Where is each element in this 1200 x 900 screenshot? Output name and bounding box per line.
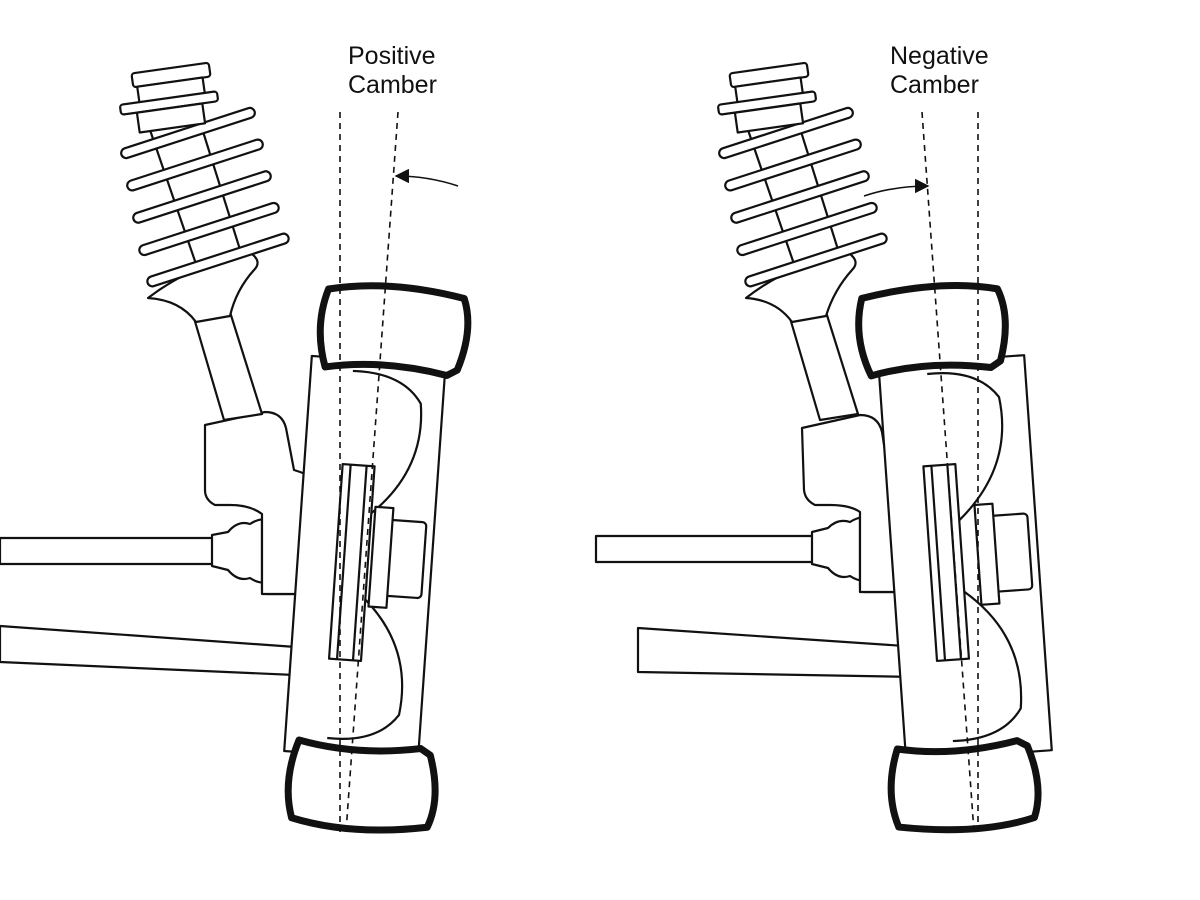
- tire-bottom: [887, 737, 1042, 834]
- strut-tube: [788, 310, 860, 422]
- negative-camber-indicators: [863, 111, 979, 833]
- strut-tube: [192, 310, 264, 422]
- lower-control-arm: [0, 624, 320, 678]
- camber-angle-arrow: [863, 178, 930, 197]
- coil-spring: [120, 106, 290, 288]
- tire-top: [855, 281, 1009, 380]
- positive-camber-label-line1: Positive: [348, 42, 436, 70]
- wheel-spokes: [927, 372, 1023, 743]
- tire-bottom: [284, 736, 439, 834]
- wheel-negative: [855, 281, 1053, 834]
- positive-camber-indicators: [339, 111, 459, 833]
- drive-shaft: [594, 534, 816, 564]
- wheel-positive: [283, 282, 472, 834]
- drive-shaft: [0, 536, 217, 566]
- negative-camber-label-line1: Negative: [890, 42, 989, 70]
- positive-camber-label-line2: Camber: [348, 71, 437, 99]
- wheel-spokes: [327, 369, 423, 740]
- negative-camber-assembly: [594, 61, 1053, 834]
- strut-mount: [119, 61, 219, 134]
- wheel-disc: [367, 505, 395, 609]
- strut-mount: [717, 61, 817, 134]
- negative-camber-label-line2: Camber: [890, 71, 979, 99]
- tire-top: [316, 282, 472, 379]
- coil-spring: [718, 106, 888, 288]
- camber-angle-arrow: [394, 168, 459, 187]
- positive-camber-assembly: [0, 61, 472, 834]
